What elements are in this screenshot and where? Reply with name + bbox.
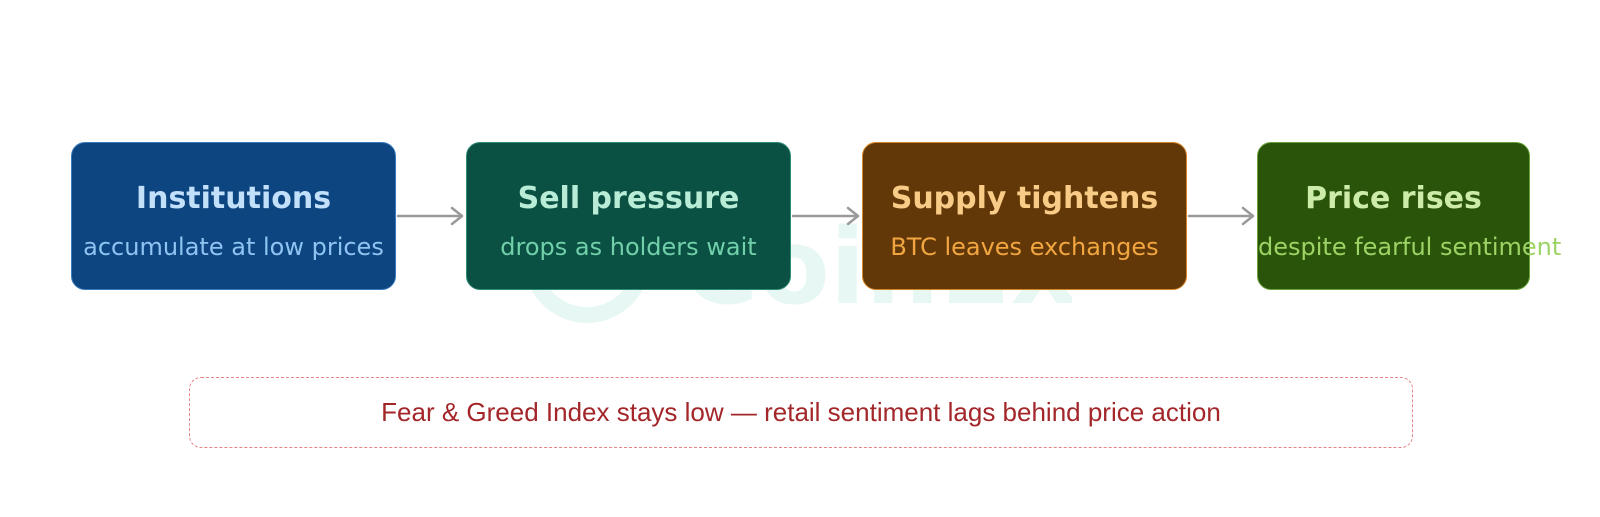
node-subtitle: despite fearful sentiment: [1258, 233, 1562, 261]
node-subtitle: drops as holders wait: [500, 233, 757, 261]
sentiment-note-text: Fear & Greed Index stays low — retail se…: [381, 397, 1221, 427]
flow-node-institutions: Institutions accumulate at low prices: [71, 142, 396, 290]
node-title: Price rises: [1305, 181, 1482, 216]
arrow-1: [396, 206, 464, 226]
flow-node-price-rises: Price rises despite fearful sentiment: [1257, 142, 1562, 290]
node-title: Supply tightens: [890, 181, 1159, 216]
arrow-2: [791, 206, 860, 226]
arrow-3: [1187, 206, 1255, 226]
node-subtitle: BTC leaves exchanges: [890, 233, 1159, 261]
node-title: Sell pressure: [517, 181, 740, 216]
node-subtitle: accumulate at low prices: [83, 233, 384, 261]
flow-node-supply-tightens: Supply tightens BTC leaves exchanges: [862, 142, 1187, 290]
sentiment-note-box: Fear & Greed Index stays low — retail se…: [189, 377, 1413, 448]
node-title: Institutions: [135, 181, 332, 216]
flow-node-sell-pressure: Sell pressure drops as holders wait: [466, 142, 791, 290]
